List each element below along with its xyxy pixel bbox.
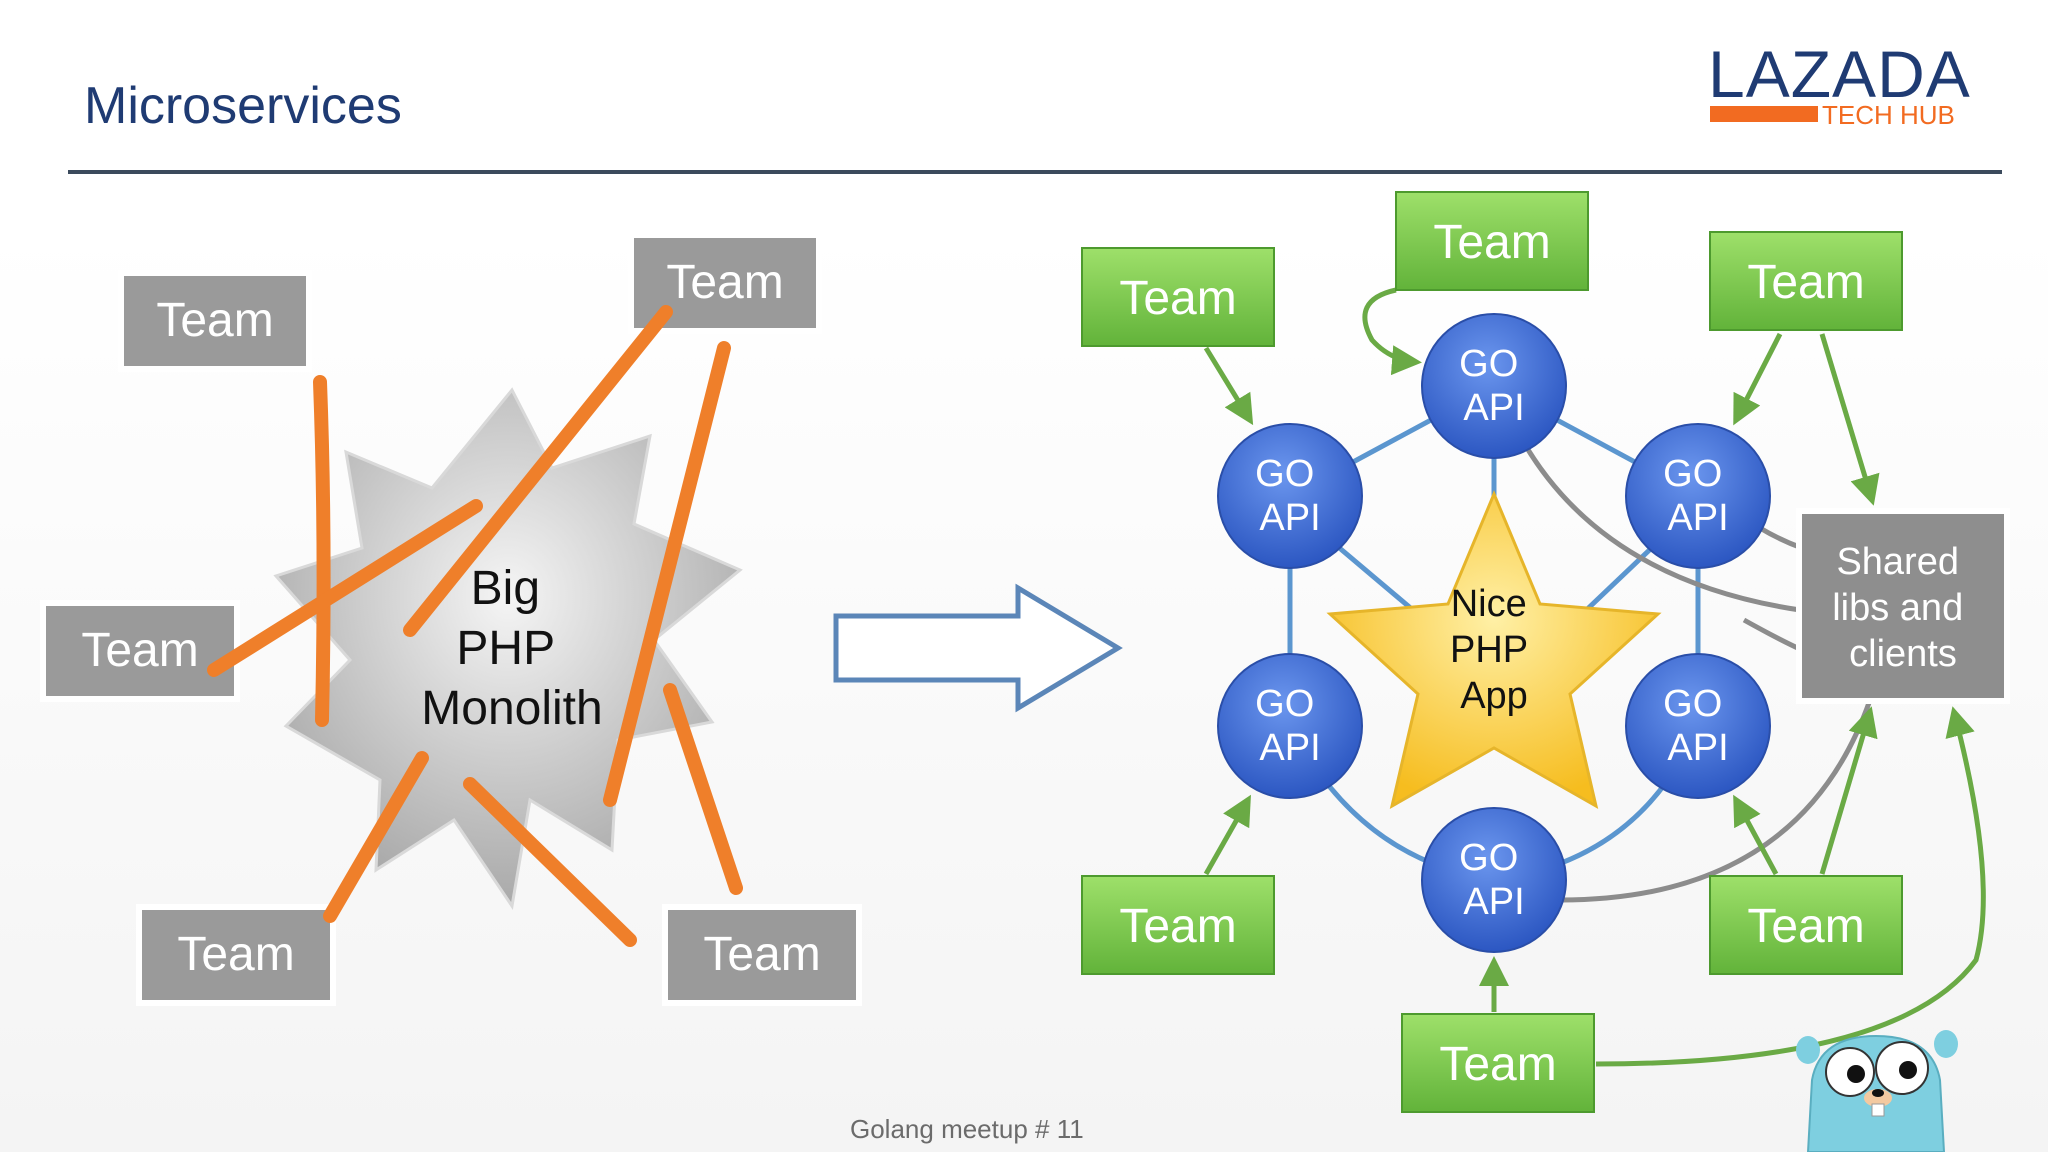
- dependency-line: [313, 375, 331, 727]
- svg-text:GO API: GO API: [1255, 453, 1325, 539]
- go-api-node-top: GO API: [1421, 313, 1567, 459]
- team-label: Team: [81, 624, 198, 677]
- team-label: Team: [703, 928, 820, 981]
- team-label: Team: [1119, 900, 1236, 953]
- api-line-1: GO: [1663, 683, 1722, 725]
- svg-text:GO API: GO API: [1663, 683, 1733, 769]
- lazada-logo: LAZADA TECH HUB: [1700, 36, 1970, 130]
- svg-text:GO API: GO API: [1663, 453, 1733, 539]
- go-api-node-right-lower: GO API: [1625, 653, 1771, 799]
- footer-text: Golang meetup # 11: [850, 1114, 1084, 1144]
- dependency-line: [603, 341, 731, 807]
- dependency-line: [207, 499, 483, 677]
- green-team-box-bottomcenter: Team: [1401, 1013, 1595, 1113]
- green-team-box-bottomright: Team: [1709, 875, 1903, 975]
- monolith-line-3: Monolith: [421, 682, 602, 735]
- dependency-line: [663, 683, 743, 895]
- green-team-box-topright: Team: [1709, 231, 1903, 331]
- api-line-2: API: [1259, 497, 1320, 539]
- go-api-node-left-upper: GO API: [1217, 423, 1363, 569]
- api-line-2: API: [1667, 727, 1728, 769]
- api-line-1: GO: [1663, 453, 1722, 495]
- api-line-2: API: [1259, 727, 1320, 769]
- api-line-1: GO: [1459, 343, 1518, 385]
- svg-text:GO API: GO API: [1459, 343, 1529, 429]
- api-line-1: GO: [1459, 837, 1518, 879]
- team-label: Team: [177, 928, 294, 981]
- team-label: Team: [1439, 1038, 1556, 1091]
- dependency-line: [463, 777, 637, 947]
- svg-text:GO API: GO API: [1255, 683, 1325, 769]
- svg-text:Shared libs and cl: Shared libs and clients: [1832, 541, 1974, 675]
- api-line-2: API: [1463, 881, 1524, 923]
- left-team-box-bottomleft: Team: [136, 904, 336, 1006]
- go-api-node-bottom: GO API: [1421, 807, 1567, 953]
- team-arrows: [1203, 287, 1986, 1067]
- transition-arrow: [833, 583, 1123, 713]
- dependency-lines: [207, 305, 743, 947]
- team-label: Team: [156, 294, 273, 347]
- green-team-box-bottomleft: Team: [1081, 875, 1275, 975]
- api-line-1: GO: [1255, 683, 1314, 725]
- left-team-box-topleft: Team: [118, 270, 312, 372]
- slide-title: Microservices: [84, 77, 402, 135]
- php-app-star: [1326, 490, 1662, 809]
- shared-line-2: libs and: [1832, 587, 1963, 629]
- logo-word: LAZADA: [1708, 37, 1971, 111]
- team-label: Team: [1119, 272, 1236, 325]
- team-label: Team: [1747, 256, 1864, 309]
- monolith-line-2: PHP: [456, 622, 554, 675]
- shared-line-1: Shared: [1836, 541, 1959, 583]
- shared-line-3: clients: [1849, 633, 1957, 675]
- dependency-line: [323, 751, 429, 923]
- left-team-box-midleft: Team: [40, 600, 240, 702]
- title-divider: [68, 170, 2002, 174]
- api-line-2: API: [1463, 387, 1524, 429]
- svg-text:Nice PHP App: Nice PHP App: [1450, 583, 1538, 717]
- api-line-1: GO: [1255, 453, 1314, 495]
- dependency-line: [403, 305, 673, 637]
- api-line-2: API: [1667, 497, 1728, 539]
- svg-text:Big PHP Monolith: Big PHP Monolith: [421, 562, 602, 735]
- star-line-1: Nice: [1451, 583, 1527, 625]
- team-label: Team: [1747, 900, 1864, 953]
- gopher-mascot: [1796, 1030, 1958, 1152]
- green-team-box-topcenter: Team: [1395, 191, 1589, 291]
- svg-text:GO API: GO API: [1459, 837, 1529, 923]
- go-api-node-left-lower: GO API: [1217, 653, 1363, 799]
- left-team-box-bottomright: Team: [662, 904, 862, 1006]
- team-label: Team: [666, 256, 783, 309]
- star-line-3: App: [1460, 675, 1528, 717]
- star-line-2: PHP: [1450, 629, 1527, 671]
- shared-libs-box: Shared libs and clients: [1796, 508, 2010, 704]
- monolith-line-1: Big: [471, 562, 540, 615]
- team-label: Team: [1433, 216, 1550, 269]
- green-team-box-topleft: Team: [1081, 247, 1275, 347]
- logo-bar: [1710, 106, 1818, 122]
- logo-subtitle: TECH HUB: [1822, 100, 1955, 130]
- go-api-node-right-upper: GO API: [1625, 423, 1771, 569]
